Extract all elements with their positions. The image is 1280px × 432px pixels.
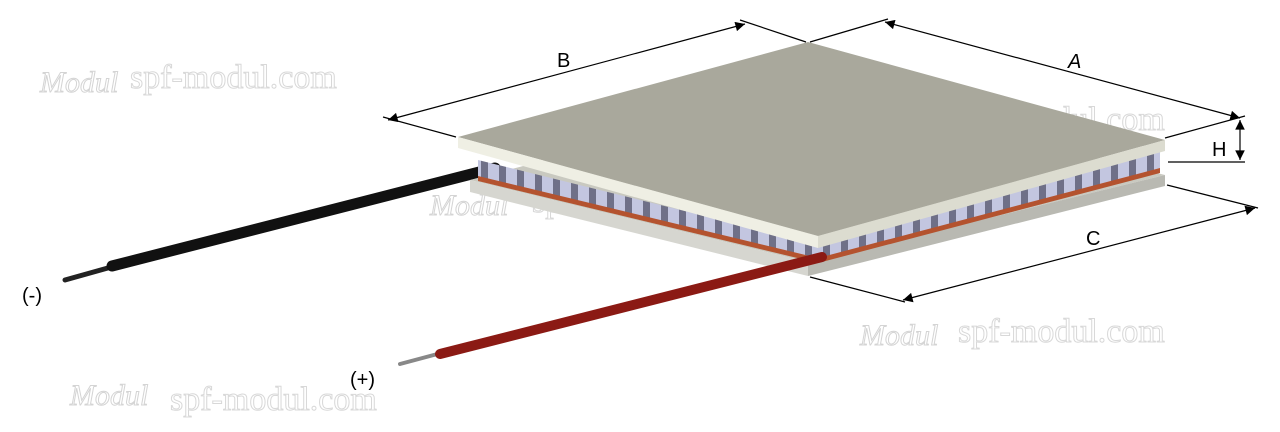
dimension-c: C: [809, 184, 1259, 303]
dimension-label-b: B: [557, 50, 570, 72]
dimension-label-h: H: [1212, 139, 1226, 161]
watermark: Modul spf-modul.com: [859, 313, 1166, 353]
dimension-h: H: [1168, 120, 1245, 163]
svg-text:spf-modul.com: spf-modul.com: [958, 313, 1165, 350]
svg-text:spf-modul.com: spf-modul.com: [170, 381, 377, 418]
dimension-b: B: [382, 19, 807, 138]
svg-text:Modul: Modul: [39, 66, 118, 99]
svg-text:spf-modul.com: spf-modul.com: [130, 59, 337, 96]
watermark: Modul spf-modul.com: [69, 379, 378, 419]
negative-wire: [62, 162, 501, 283]
dimension-a: A: [809, 18, 1246, 139]
watermark: Modul spf-modul.com: [39, 59, 338, 100]
svg-text:Modul: Modul: [69, 379, 148, 412]
negative-terminal-label: (-): [22, 285, 42, 307]
dimension-label-c: C: [1086, 228, 1100, 250]
positive-terminal-label: (+): [350, 369, 375, 391]
positive-wire: [398, 252, 827, 366]
dimension-label-a: A: [1067, 51, 1081, 73]
svg-text:Modul: Modul: [859, 319, 938, 352]
